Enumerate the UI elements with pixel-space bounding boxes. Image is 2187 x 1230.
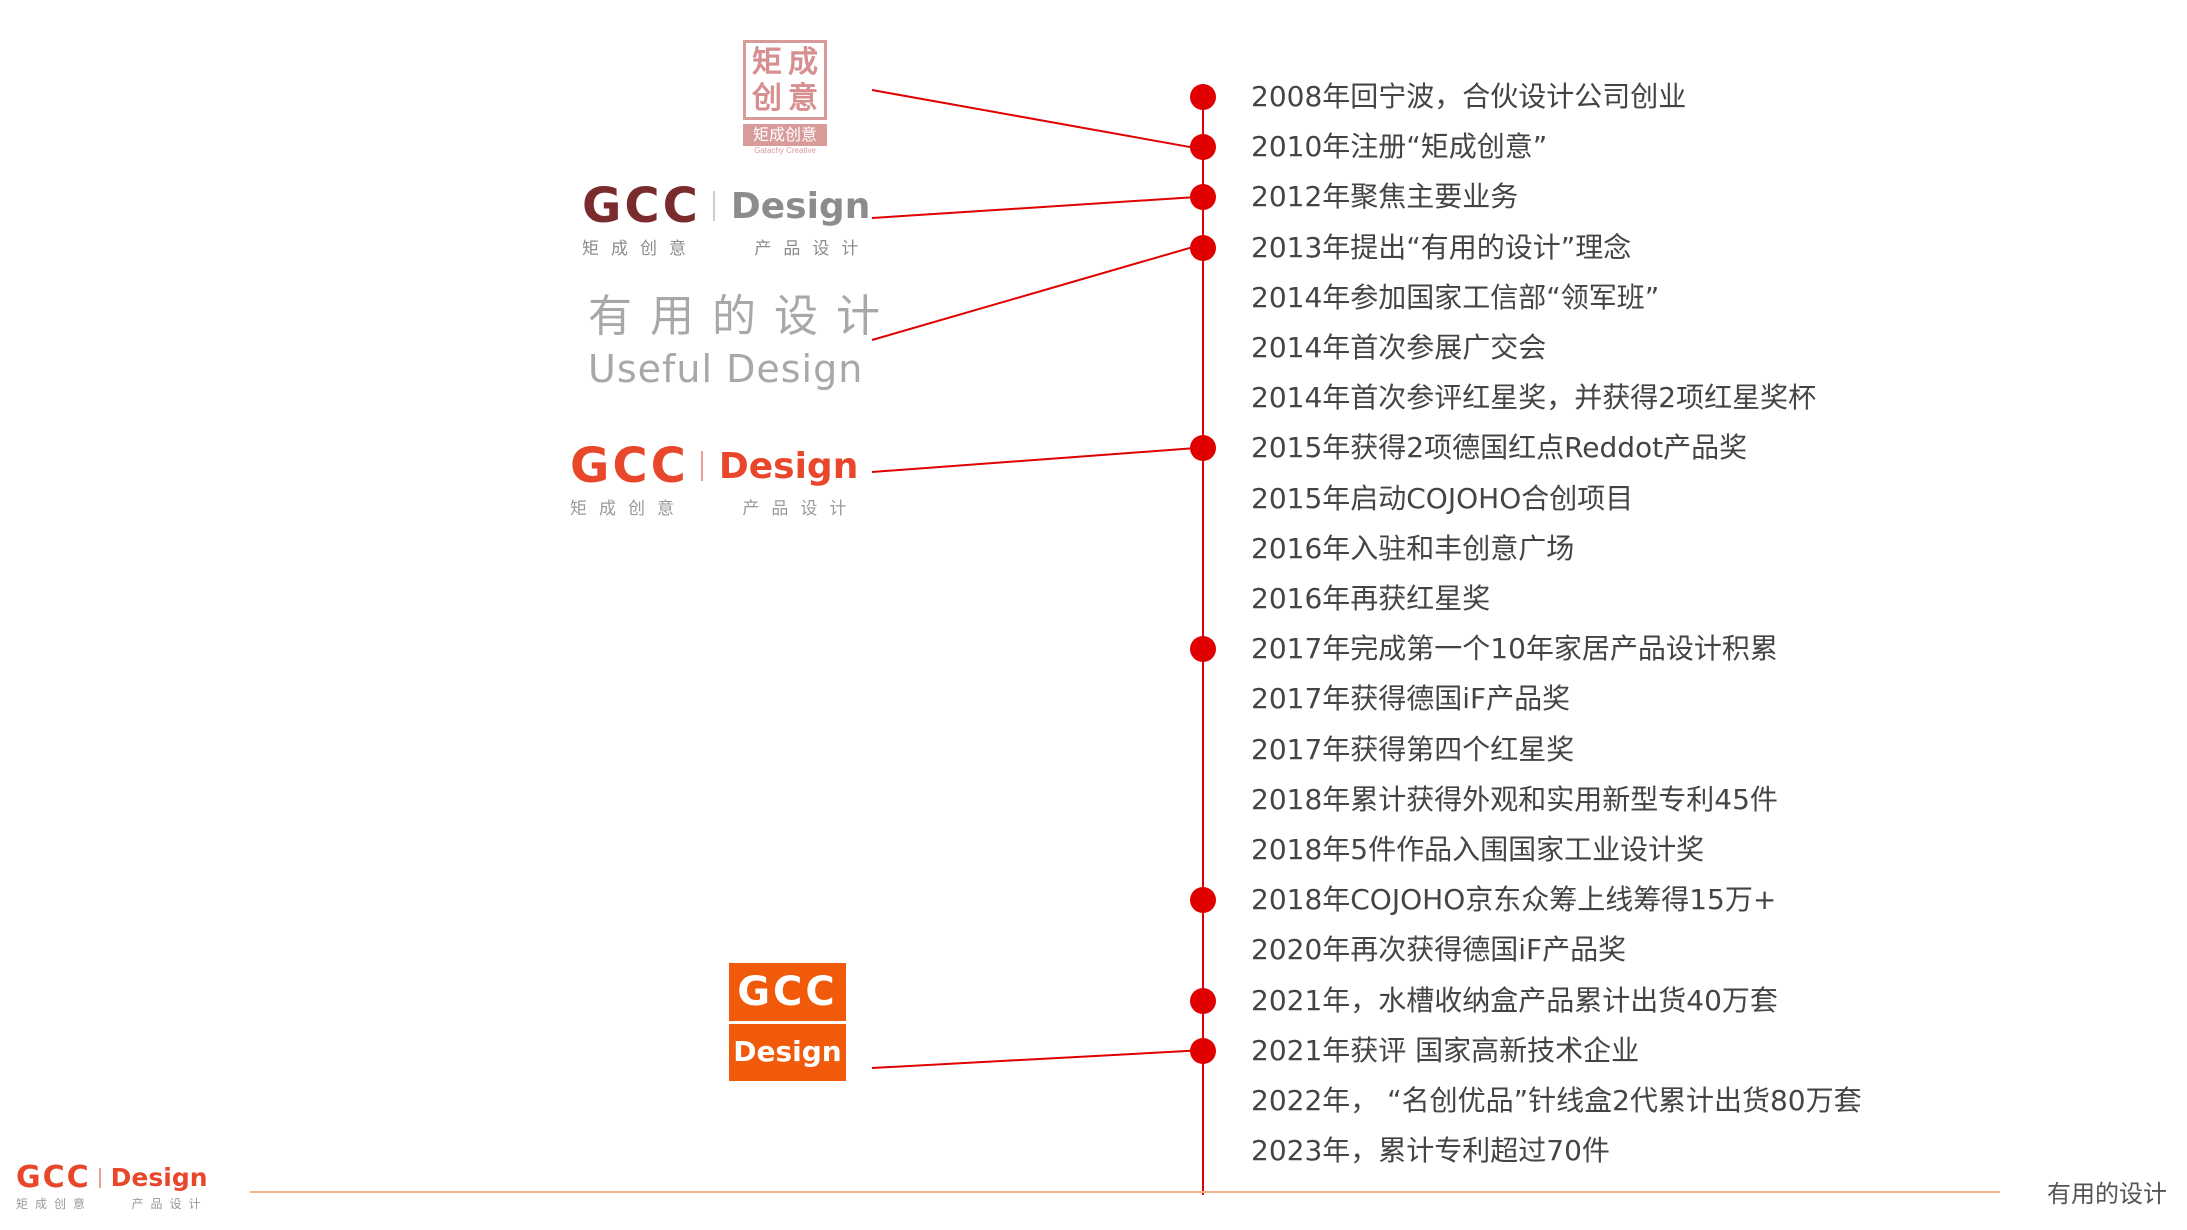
gcc-sub-right: 产品设计 xyxy=(131,1197,208,1211)
gcc-wordmark: GCC xyxy=(16,1160,91,1195)
gcc-wordmark: GCC xyxy=(582,178,701,234)
gcc-sub-left: 矩成创意 xyxy=(570,499,686,519)
timeline-entry: 2018年5件作品入围国家工业设计奖 xyxy=(1251,833,1705,866)
timeline-dot xyxy=(1190,84,1216,110)
logo-divider xyxy=(729,1021,846,1024)
timeline-entry: 2015年获得2项德国红点Reddot产品奖 xyxy=(1251,431,1748,465)
gcc-wordmark: GCC xyxy=(570,438,689,494)
timeline-entry: 2010年注册“矩成创意” xyxy=(1251,130,1548,164)
gcc-logo-square: GCC Design xyxy=(729,963,846,1081)
seal-band-text: 矩成创意 xyxy=(743,124,827,146)
footer-rule xyxy=(250,1191,2000,1193)
timeline-entry: 2018年COJOHO京东众筹上线筹得15万+ xyxy=(1251,883,1777,917)
timeline-entry: 2021年，水槽收纳盒产品累计出货40万套 xyxy=(1251,983,1778,1017)
logo-divider xyxy=(712,191,715,221)
gcc-design-text: Design xyxy=(733,1035,842,1068)
timeline-entry: 2012年聚焦主要业务 xyxy=(1251,180,1519,214)
timeline-entry: 2016年入驻和丰创意广场 xyxy=(1251,531,1575,565)
timeline-dot xyxy=(1190,1037,1216,1064)
gcc-wordmark: GCC xyxy=(737,969,838,1015)
gcc-sub-right: 产品设计 xyxy=(754,239,871,259)
timeline-dot xyxy=(1190,184,1216,211)
seal-logo: 矩 成 创 意 矩成创意 Gatachy Creative xyxy=(743,40,833,158)
seal-char: 创 xyxy=(752,81,782,116)
gcc-sub-right: 产品设计 xyxy=(742,499,859,519)
gcc-logo-dark: GCC Design 矩成创意 产品设计 xyxy=(582,178,870,259)
timeline-entry: 2013年提出“有用的设计”理念 xyxy=(1251,230,1632,264)
connector-seal xyxy=(871,89,1192,149)
timeline-entry: 2008年回宁波，合伙设计公司创业 xyxy=(1251,80,1687,113)
timeline-dot xyxy=(1190,234,1216,261)
slogan-chinese: 有用的设计 xyxy=(588,291,898,342)
timeline-entry: 2017年获得德国iF产品奖 xyxy=(1251,682,1571,716)
timeline-entry: 2014年首次参展广交会 xyxy=(1251,331,1547,364)
gcc-sub-left: 矩成创意 xyxy=(582,239,698,259)
connector-gcc-square xyxy=(871,1049,1192,1069)
slogan-block: 有用的设计 Useful Design xyxy=(588,290,898,394)
timeline-entry: 2016年再获红星奖 xyxy=(1251,582,1491,615)
seal-char: 意 xyxy=(788,81,818,116)
timeline-entry: 2023年，累计专利超过70件 xyxy=(1251,1134,1610,1168)
timeline-entry: 2017年获得第四个红星奖 xyxy=(1251,732,1575,766)
timeline-entry: 2021年获评 国家高新技术企业 xyxy=(1251,1033,1640,1067)
slogan-english: Useful Design xyxy=(588,347,864,391)
timeline-entry: 2014年首次参评红星奖，并获得2项红星奖杯 xyxy=(1251,381,1817,415)
timeline-entry: 2020年再次获得德国iF产品奖 xyxy=(1251,933,1627,967)
seal-sub-text: Gatachy Creative xyxy=(754,146,816,155)
timeline-dot xyxy=(1190,887,1216,914)
timeline-entry: 2015年启动COJOHO合创项目 xyxy=(1251,481,1634,515)
timeline-dot xyxy=(1190,134,1216,161)
gcc-sub-left: 矩成创意 xyxy=(16,1197,93,1211)
timeline-entry: 2022年， “名创优品”针线盒2代累计出货80万套 xyxy=(1251,1084,1862,1117)
timeline-entry: 2017年完成第一个10年家居产品设计积累 xyxy=(1251,632,1778,666)
gcc-logo-red: GCC Design 矩成创意 产品设计 xyxy=(570,438,858,519)
logo-divider xyxy=(98,1167,101,1188)
timeline-dot xyxy=(1190,987,1216,1014)
connector-slogan xyxy=(871,246,1192,341)
timeline-entry: 2018年累计获得外观和实用新型专利45件 xyxy=(1251,782,1778,816)
timeline-entry: 2014年参加国家工信部“领军班” xyxy=(1251,280,1660,314)
gcc-design-text: Design xyxy=(730,185,871,227)
connector-gcc-red xyxy=(871,447,1192,473)
timeline-dot xyxy=(1190,435,1216,462)
seal-mark: 矩 成 创 意 xyxy=(743,40,827,120)
timeline-dot xyxy=(1190,636,1216,663)
footer-logo: GCC Design 矩成创意 产品设计 xyxy=(16,1160,208,1212)
connector-gcc-dark xyxy=(871,196,1192,219)
footer-slogan: 有用的设计 xyxy=(2047,1180,2167,1208)
seal-char: 成 xyxy=(788,45,818,80)
gcc-design-text: Design xyxy=(110,1163,208,1192)
logo-divider xyxy=(700,451,703,481)
gcc-design-text: Design xyxy=(718,445,859,487)
seal-char: 矩 xyxy=(752,45,782,80)
